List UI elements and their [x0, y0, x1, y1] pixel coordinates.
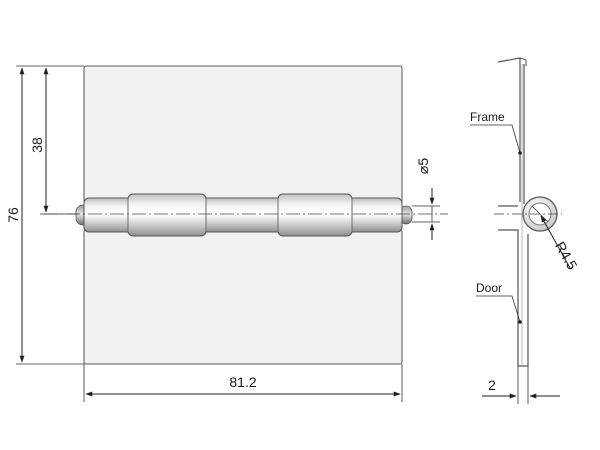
front-dimensions: 76 38 ⌀5 81.2 [5, 65, 440, 402]
lower-leaf [83, 229, 403, 365]
label-frame: Frame [470, 110, 505, 124]
side-frame-leaf [497, 57, 521, 202]
dim-pin-diameter: ⌀5 [415, 158, 431, 174]
label-door: Door [476, 281, 502, 295]
front-view [44, 65, 448, 365]
dim-thickness: 2 [488, 377, 496, 393]
dim-total-height: 76 [5, 207, 21, 223]
side-callouts: Frame Door R4.5 2 [470, 110, 581, 404]
upper-leaf [83, 65, 403, 207]
dim-half-height: 38 [29, 137, 45, 153]
dim-radius: R4.5 [552, 239, 581, 273]
dim-width: 81.2 [229, 374, 256, 390]
knuckle-segment-2 [277, 193, 353, 237]
side-view [494, 57, 562, 367]
knuckle-segment-1 [127, 193, 207, 237]
